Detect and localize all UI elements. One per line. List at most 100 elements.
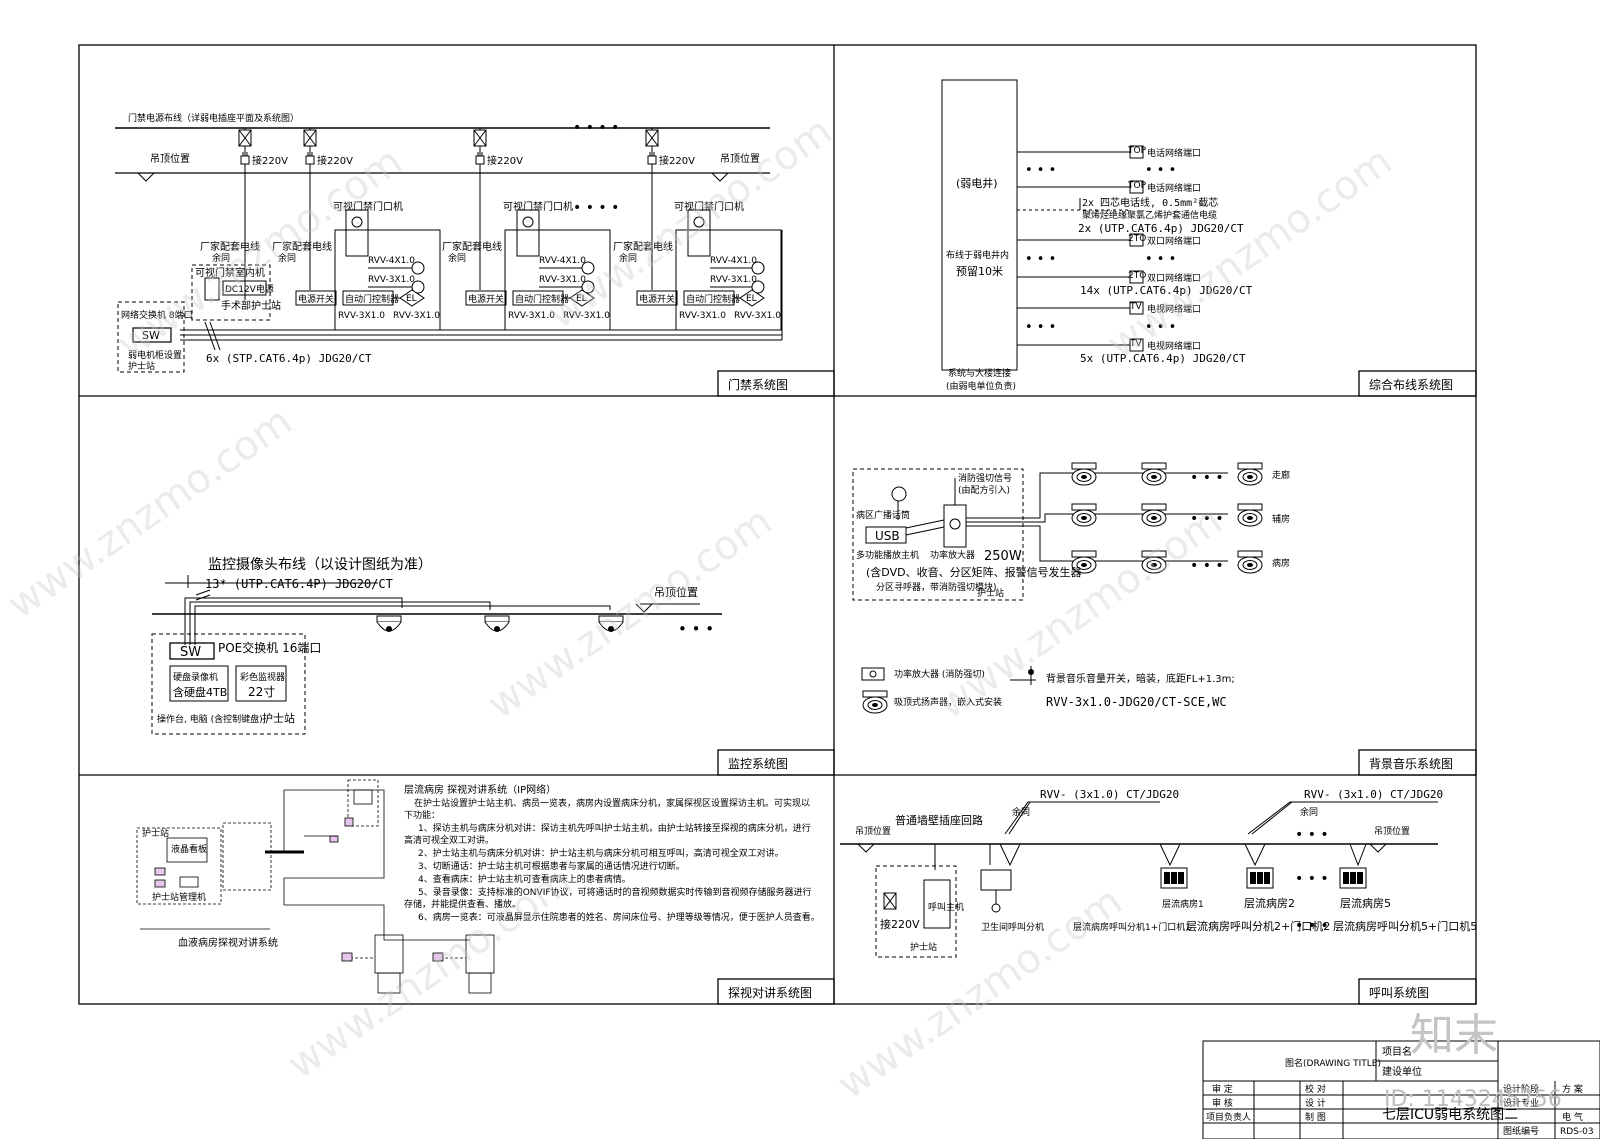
access-power-line: 门禁电源布线（详弱电插座平面及系统图） (128, 112, 299, 124)
vendor-spare-1: 余同 (212, 252, 230, 264)
cabling-labels: (弱电井) 布线于弱电井内 预留10米 系统与大楼连接 (由弱电单位负责) TO… (946, 146, 1253, 392)
music-dots-3: • • • (1190, 558, 1224, 574)
vendor-cable-2: 厂家配套电线 (272, 240, 332, 253)
door-unit-2: 可视门禁门口机 (503, 200, 573, 213)
power-switch-3: 电源开关 (639, 293, 675, 305)
music-dots-2: • • • (1190, 511, 1224, 527)
tb-drawing-title: 图名(DRAWING TITLE) (1285, 1057, 1381, 1069)
cable-c: 5x (UTP.CAT6.4p) JDG20/CT (1080, 352, 1246, 365)
visit-heading: 层流病房 探视对讲系统（IP网络） (404, 783, 556, 796)
access-tap-2: 接220V (317, 154, 353, 167)
el-1: EL (406, 294, 417, 304)
call-ceiling-1: 吊顶位置 (855, 825, 891, 837)
c2-3: RVV-3X1.0 (710, 275, 757, 285)
vendor-spare-2: 余同 (278, 252, 296, 264)
c2-1: RVV-3X1.0 (368, 275, 415, 285)
tb-audit: 审 核 (1212, 1097, 1233, 1109)
access-dots-top: • • • • (573, 120, 619, 136)
visit-p1: 1、探访主机与病床分机对讲：探访主机先呼叫护士站主机，由护士站转接至探视的病床分… (418, 822, 811, 834)
tb-stage: 设计阶段 (1503, 1083, 1539, 1095)
music-amp: 功率放大器 (930, 549, 975, 561)
console: 操作台, 电脑 (含控制键盘) (157, 713, 263, 725)
access-labels: 门禁电源布线（详弱电插座平面及系统图） 吊顶位置 吊顶位置 接220V 接220… (121, 112, 781, 372)
music-host: 多功能播放主机 (856, 549, 919, 561)
bed-1: 层流病房呼叫分机1+门口机1 (1073, 921, 1191, 933)
visit-p5: 5、录音录像：支持标准的ONVIF协议，可将通话时的音视频数据实时传输到音视频存… (418, 886, 812, 898)
c3-2: RVV-3X1.0 (508, 311, 555, 321)
visit-p3: 3、切断通话：护士站主机可根据患者与家属的通话情况进行切断。 (418, 860, 685, 872)
nvr-1: 硬盘录像机 (173, 671, 218, 683)
c1-2: RVV-4X1.0 (539, 256, 586, 266)
visit-lcd: 液晶看板 (171, 843, 207, 855)
call-toilet: 卫生间呼叫分机 (981, 921, 1044, 933)
tb-name: 七层ICU弱电系统图二 (1382, 1107, 1518, 1123)
c4-3: RVV-3X1.0 (734, 311, 781, 321)
cable-a1: 2x 四芯电话线, 0.5mm²截芯 (1082, 196, 1218, 209)
call-spare-1: 余同 (1012, 806, 1030, 818)
music-usb: USB (875, 529, 900, 543)
c4-1: RVV-3X1.0 (393, 311, 440, 321)
call-labels: RVV- (3x1.0) CT/JDG20 余同 RVV- (3x1.0) CT… (855, 788, 1477, 953)
vendor-cable-1: 厂家配套电线 (200, 240, 260, 253)
call-ceiling-2: 吊顶位置 (1374, 825, 1410, 837)
cctv-labels: 监控摄像头布线（以设计图纸为准） 13* (UTP.CAT6.4P) JDG20… (157, 557, 714, 725)
el-2: EL (576, 294, 587, 304)
tb-review: 审 定 (1212, 1083, 1233, 1095)
cctv-poe: POE交换机 16端口 (218, 640, 321, 655)
access-symbols (238, 129, 765, 307)
access-sw: SW (142, 329, 160, 342)
visit-p5b: 存储，并能提供查看、播放。 (404, 898, 521, 910)
cable-a3: 2x (UTP.CAT6.4p) JDG20/CT (1078, 222, 1244, 235)
music-mic: 病区广播话筒 (856, 509, 910, 521)
shaft-note-1: 布线于弱电井内 (946, 249, 1009, 261)
tb-major: 设计专业 (1503, 1097, 1539, 1109)
music-dots-1: • • • (1190, 470, 1224, 486)
visit-title: 探视对讲系统图 (728, 985, 812, 1000)
legend-3: 背景音乐音量开关，暗装，底距FL+1.3m; (1046, 672, 1235, 685)
tb-project-name: 项目名 (1382, 1045, 1412, 1058)
bed-5: 层流病房呼叫分机5+门口机5 (1333, 919, 1477, 933)
room-5: 层流病房5 (1340, 896, 1391, 910)
cabling-title: 综合布线系统图 (1369, 377, 1453, 392)
cab-dots-6: • • • (1145, 320, 1176, 335)
cab-dots-4: • • • (1145, 252, 1176, 267)
c2-2: RVV-3X1.0 (539, 275, 586, 285)
legend-2: 吸顶式扬声器，嵌入式安装 (894, 696, 1002, 708)
vendor-cable-4: 厂家配套电线 (613, 240, 673, 253)
cab-dots-3: • • • (1025, 252, 1056, 267)
watermark-brand: 知末 (1410, 1010, 1498, 1061)
watermark-site-8: www.znzmo.com (829, 878, 1130, 1108)
music-labels: 消防强切信号 (由配方引入) 病区广播话筒 USB 多功能播放主机 功率放大器 … (856, 469, 1290, 709)
tb-no: 图纸编号 (1503, 1125, 1539, 1137)
switch-label: 网络交换机 8端口 (121, 309, 193, 321)
zone-2: 辅房 (1272, 513, 1290, 525)
tb-stage-val: 方 案 (1562, 1083, 1583, 1095)
cctv-sw: SW (180, 645, 201, 660)
call-spare-2: 余同 (1300, 806, 1318, 818)
c4-2: RVV-3X1.0 (563, 311, 610, 321)
dc-power: DC12V电源 (225, 283, 274, 295)
cab-top-1: TOP (1127, 146, 1147, 156)
room-2: 层流病房2 (1244, 896, 1295, 910)
call-host: 呼叫主机 (928, 901, 964, 913)
cab-tv-2: TV (1129, 339, 1142, 349)
cable-b: 14x (UTP.CAT6.4p) JDG20/CT (1080, 284, 1253, 297)
sw-note-2: 护士站 (128, 360, 155, 372)
auto-door-1: 自动门控制器 (345, 293, 399, 305)
watermark-site-5: www.znzmo.com (479, 498, 780, 728)
tb-check: 校 对 (1305, 1083, 1326, 1095)
call-dots-1: • • • (1295, 827, 1329, 843)
call-cable-2: RVV- (3x1.0) CT/JDG20 (1304, 788, 1443, 801)
visit-nurse: 护士站 (142, 827, 169, 839)
access-panel (115, 127, 783, 373)
call-title: 呼叫系统图 (1369, 986, 1429, 1000)
cctv-cable: 13* (UTP.CAT6.4P) JDG20/CT (205, 577, 393, 591)
access-tap-4: 接220V (659, 154, 695, 167)
outlet-1: 电话网络端口 (1147, 147, 1201, 159)
power-switch-2: 电源开关 (468, 293, 504, 305)
visit-p2: 2、护士站主机与病床分机对讲：护士站主机与病床分机可相互呼叫，高清可视全双工对讲… (418, 847, 784, 859)
auto-door-3: 自动门控制器 (686, 293, 740, 305)
outlet-5: 电视网络端口 (1147, 303, 1201, 315)
music-title: 背景音乐系统图 (1369, 756, 1453, 771)
